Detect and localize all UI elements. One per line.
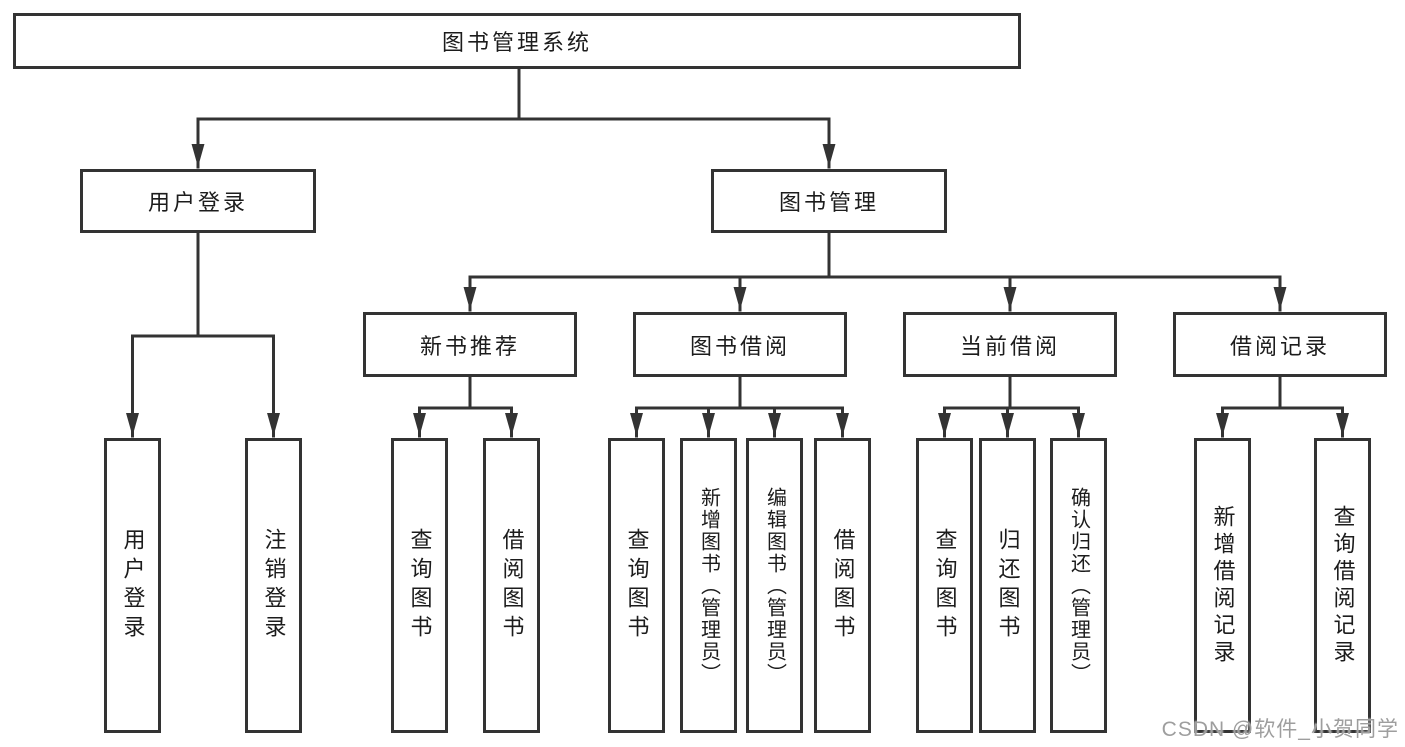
leaf-borrow-books: 借阅图书 <box>814 438 871 733</box>
leaf-edit-books-admin: 编辑图书（管理员） <box>746 438 803 733</box>
leaf-query-books-recommend: 查询图书 <box>391 438 448 733</box>
leaf-return-books: 归还图书 <box>979 438 1036 733</box>
node-borrow-records: 借阅记录 <box>1173 312 1387 377</box>
node-new-book-recommend: 新书推荐 <box>363 312 577 377</box>
leaf-confirm-return-admin: 确认归还（管理员） <box>1050 438 1107 733</box>
leaf-add-borrow-record: 新增借阅记录 <box>1194 438 1251 733</box>
leaf-add-books-admin: 新增图书（管理员） <box>680 438 737 733</box>
leaf-query-books-borrow: 查询图书 <box>608 438 665 733</box>
node-book-borrow: 图书借阅 <box>633 312 847 377</box>
leaf-query-borrow-record: 查询借阅记录 <box>1314 438 1371 733</box>
node-book-management: 图书管理 <box>711 169 947 233</box>
csdn-watermark: CSDN @软件_小贺同学 <box>1161 718 1399 741</box>
leaf-user-login: 用户登录 <box>104 438 161 733</box>
leaf-query-books-current: 查询图书 <box>916 438 973 733</box>
node-user-login: 用户登录 <box>80 169 316 233</box>
leaf-borrow-books-recommend: 借阅图书 <box>483 438 540 733</box>
node-current-borrow: 当前借阅 <box>903 312 1117 377</box>
leaf-logout: 注销登录 <box>245 438 302 733</box>
node-library-management-system: 图书管理系统 <box>13 13 1021 69</box>
